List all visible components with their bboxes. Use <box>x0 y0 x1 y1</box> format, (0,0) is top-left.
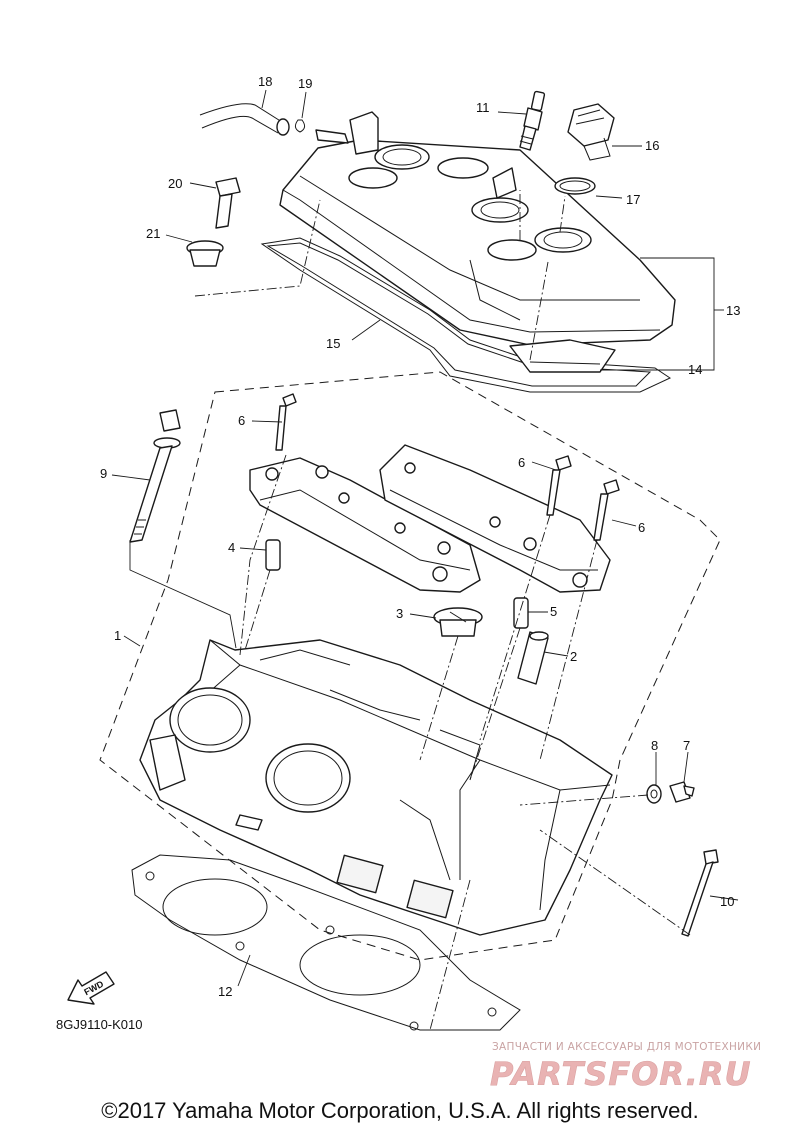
bolt-6a <box>275 393 297 451</box>
cylinder-head <box>139 639 613 936</box>
callout-15: 15 <box>326 336 340 351</box>
grommet <box>186 240 224 267</box>
callout-13: 13 <box>726 303 740 318</box>
watermark-tagline: ЗАПЧАСТИ И АКСЕССУАРЫ ДЛЯ МОТОТЕХНИКИ <box>492 1041 762 1053</box>
washer-8 <box>646 784 662 804</box>
head-cover-gasket <box>260 237 672 393</box>
bolt-6b <box>546 455 572 516</box>
spark-plug <box>519 90 546 151</box>
camshaft-cap-right <box>379 444 611 593</box>
callout-6b: 6 <box>518 455 525 470</box>
assembly-outline <box>99 371 721 961</box>
callout-9: 9 <box>100 466 107 481</box>
oil-filler-cap <box>567 103 615 161</box>
callout-6a: 6 <box>238 413 245 428</box>
watermark-logo: PARTSFOR.RU <box>488 1055 788 1091</box>
bolt-6c <box>593 479 620 541</box>
leader-lines <box>111 89 739 987</box>
callout-21: 21 <box>146 226 160 241</box>
dowel-pin-4 <box>265 539 281 571</box>
bolt-10 <box>681 849 719 937</box>
callout-3: 3 <box>396 606 403 621</box>
svg-text:PARTSFOR.RU: PARTSFOR.RU <box>490 1055 751 1091</box>
callout-4: 4 <box>228 540 235 555</box>
callout-8: 8 <box>651 738 658 753</box>
cylinder-head-gasket <box>131 854 521 1031</box>
callout-2: 2 <box>570 649 577 664</box>
callout-6c: 6 <box>638 520 645 535</box>
fwd-arrow: FWD <box>67 971 115 1005</box>
callout-18: 18 <box>258 74 272 89</box>
callout-10: 10 <box>720 894 734 909</box>
copyright-notice: ©2017 Yamaha Motor Corporation, U.S.A. A… <box>101 1098 699 1123</box>
plug <box>433 607 483 637</box>
callout-19: 19 <box>298 76 312 91</box>
breather-hose <box>199 103 290 136</box>
hose-clip <box>294 119 306 133</box>
cylinder-head-cover <box>279 111 676 346</box>
camshaft-cap-left <box>249 457 481 593</box>
callout-1: 1 <box>114 628 121 643</box>
callout-20: 20 <box>168 176 182 191</box>
callout-12: 12 <box>218 984 232 999</box>
callout-11: 11 <box>476 100 490 115</box>
o-ring <box>554 177 596 195</box>
callout-14: 14 <box>688 362 702 377</box>
fitting-2 <box>517 631 549 685</box>
bolt-20 <box>215 177 241 229</box>
callout-7: 7 <box>683 738 690 753</box>
callout-16: 16 <box>645 138 659 153</box>
callout-17: 17 <box>626 192 640 207</box>
callout-5: 5 <box>550 604 557 619</box>
stud-bolt <box>129 409 181 543</box>
diagram-code: 8GJ9110-K010 <box>56 1017 143 1032</box>
gasket-plate <box>509 339 616 373</box>
bolt-7 <box>669 781 695 803</box>
